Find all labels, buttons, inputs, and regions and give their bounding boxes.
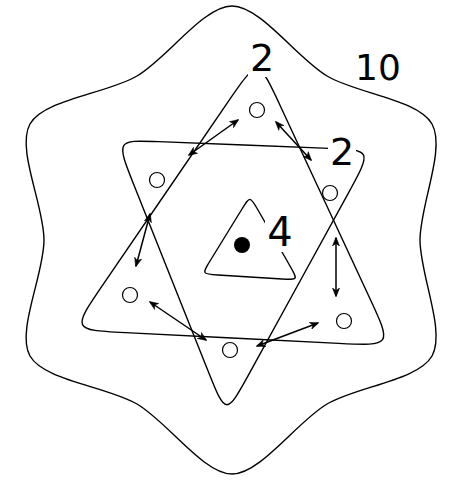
double-arrow	[257, 323, 318, 346]
double-arrow	[150, 302, 206, 340]
shape-outline-path	[82, 70, 384, 345]
electron-circles	[123, 103, 352, 358]
double-arrow	[276, 122, 311, 160]
shell-number: 2	[328, 133, 356, 171]
shell-number: 10	[353, 50, 403, 86]
shape-outline-path	[26, 6, 436, 474]
electron-circle	[337, 314, 352, 329]
electron-circle	[123, 288, 138, 303]
core-shape: 4	[190, 190, 310, 290]
exchange-arrows	[136, 120, 336, 346]
shell-number: 4	[265, 212, 294, 252]
shell-number: 2	[248, 39, 276, 77]
electron-circle	[250, 103, 265, 118]
shape-outline-path	[205, 199, 296, 279]
double-arrow	[189, 120, 238, 155]
double-arrow	[136, 214, 150, 266]
shape-outline-path	[123, 141, 364, 405]
downward-triangle: 2	[100, 125, 385, 425]
electron-circle	[150, 173, 165, 188]
electron-circle	[323, 186, 338, 201]
nucleus-dot	[234, 237, 250, 253]
double-arrow	[335, 238, 337, 296]
electron-circle	[223, 343, 238, 358]
